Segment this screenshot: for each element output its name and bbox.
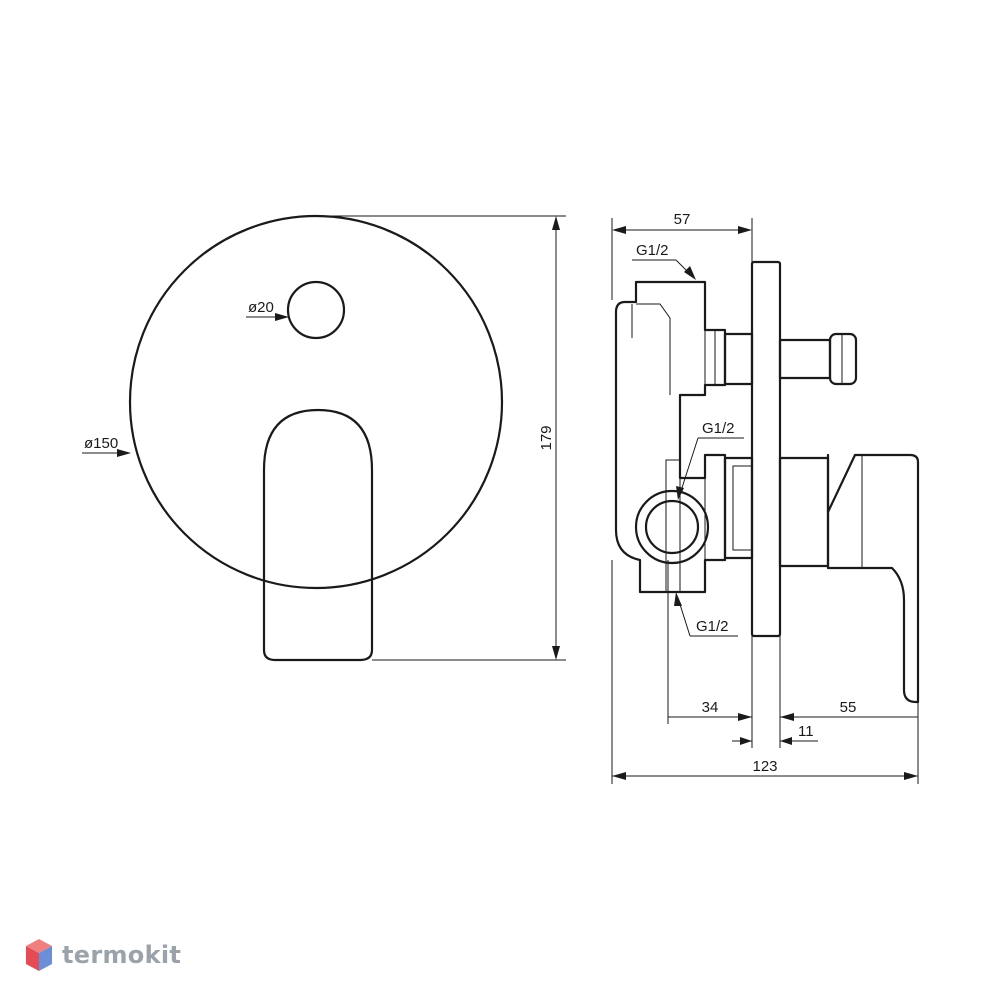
plate-diameter-label: ø150 <box>84 435 118 452</box>
dim-34: 34 <box>702 699 719 716</box>
button-diameter-label: ø20 <box>248 299 274 316</box>
thread-middle-label: G1/2 <box>702 420 735 437</box>
brand-name: termokit <box>62 941 182 969</box>
lever-side <box>826 453 920 704</box>
side-view: 57 G1/2 G1/2 G1/2 34 55 <box>611 211 920 784</box>
diverter-spindle <box>723 332 754 386</box>
lever-handle <box>262 408 374 662</box>
diverter-knob <box>828 332 858 386</box>
thread-bottom-label: G1/2 <box>696 618 729 635</box>
front-view: 179 ø150 ø20 <box>82 214 566 662</box>
outlet-fitting <box>634 489 710 565</box>
total-depth-dimension: 123 <box>752 758 777 775</box>
depth-top-dimension: 57 <box>674 211 691 228</box>
thread-top-label: G1/2 <box>636 242 669 259</box>
height-dimension: 179 <box>538 425 555 450</box>
dim-55: 55 <box>840 699 857 716</box>
cover-plate <box>128 214 504 590</box>
diverter-button <box>286 280 346 340</box>
wall-plate <box>750 260 782 638</box>
valve-body <box>614 280 727 594</box>
brand-watermark: termokit <box>24 935 181 975</box>
brand-logo-icon <box>26 939 52 971</box>
dim-11: 11 <box>798 723 814 740</box>
